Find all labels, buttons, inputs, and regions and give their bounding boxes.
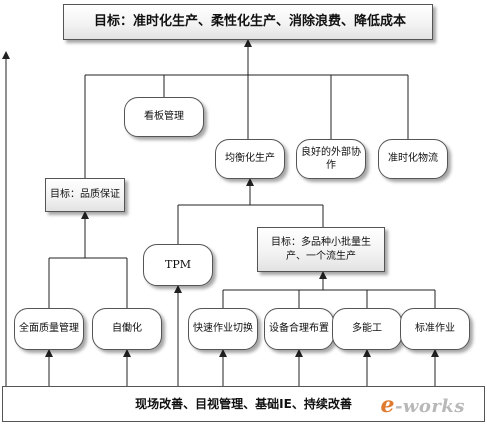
watermark-e: e bbox=[380, 392, 395, 418]
equipment-layout-node: 设备合理布置 bbox=[264, 308, 334, 350]
small-lot-goal-box: 目标：多品种小批量生产、一个流生产 bbox=[257, 227, 385, 272]
partnership-node: 良好的外部协作 bbox=[296, 139, 366, 179]
watermark-logo: e-works bbox=[380, 392, 465, 418]
quick-changeover-node: 快速作业切换 bbox=[188, 308, 258, 350]
multi-skill-node: 多能工 bbox=[332, 308, 402, 350]
kanban-node: 看板管理 bbox=[124, 97, 204, 137]
foundation-box: 现场改善、目视管理、基础IE、持续改善 bbox=[2, 386, 485, 422]
watermark-text: -works bbox=[394, 396, 465, 417]
jidoka-node: 自働化 bbox=[92, 308, 162, 350]
quality-goal-box: 目标：品质保证 bbox=[45, 178, 125, 212]
leveling-node: 均衡化生产 bbox=[215, 139, 285, 179]
jit-logistics-node: 准时化物流 bbox=[378, 139, 448, 179]
tqm-node: 全面质量管理 bbox=[14, 308, 84, 350]
goal-top-box: 目标：准时化生产、柔性化生产、消除浪费、降低成本 bbox=[63, 4, 433, 40]
tpm-node: TPM bbox=[143, 244, 213, 286]
standard-work-node: 标准作业 bbox=[400, 308, 470, 350]
